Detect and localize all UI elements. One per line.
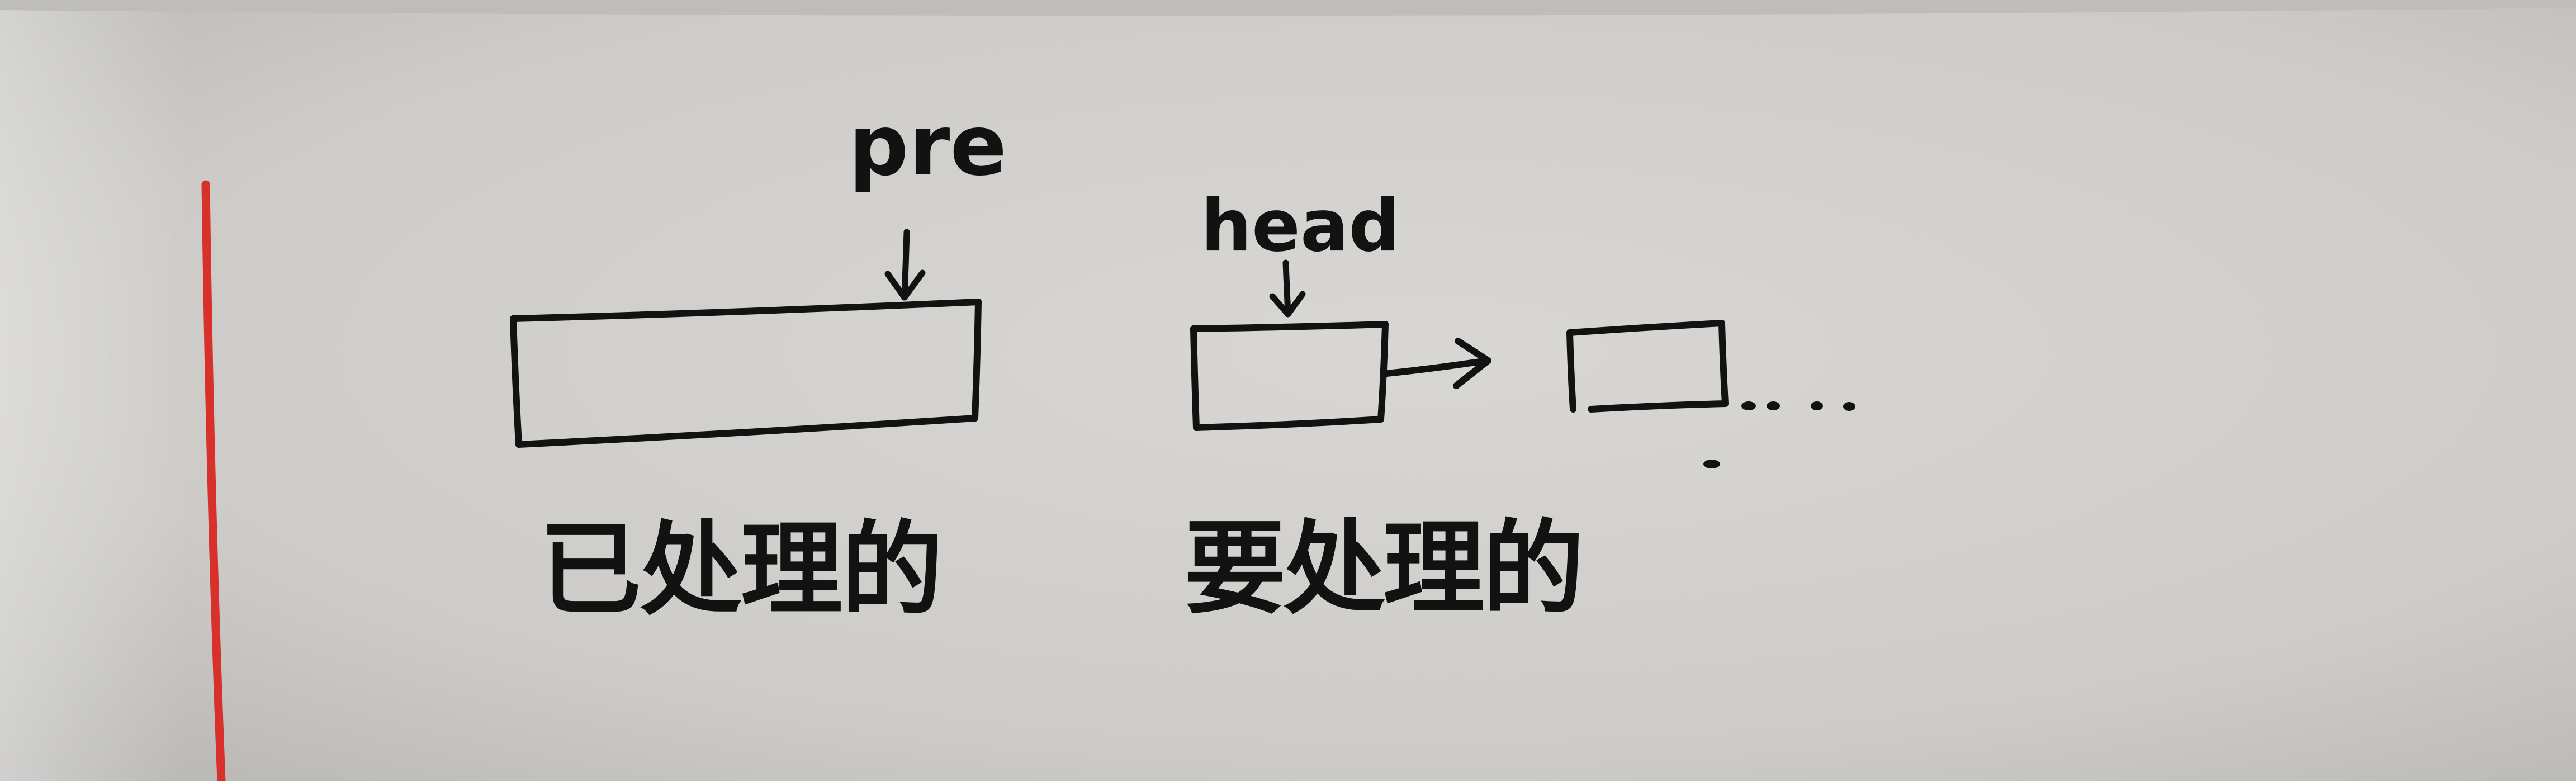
margin-line — [201, 180, 226, 781]
continuation-dots — [1703, 401, 1855, 468]
head-node-box — [1190, 321, 1389, 431]
head-pointer-label: head — [1201, 184, 1400, 268]
pre-pointer-arrow — [884, 229, 926, 301]
next-node-box — [1566, 320, 1729, 413]
pre-pointer-label: pre — [849, 97, 1007, 195]
paper-left-highlight — [0, 0, 190, 781]
to-process-caption: 要处理的 — [1184, 509, 1582, 628]
processed-segment-box — [510, 299, 982, 448]
processed-caption: 已处理的 — [539, 510, 942, 629]
next-link-arrow — [1383, 338, 1491, 389]
head-pointer-arrow — [1269, 259, 1306, 318]
paper-top-edge — [0, 0, 2576, 16]
